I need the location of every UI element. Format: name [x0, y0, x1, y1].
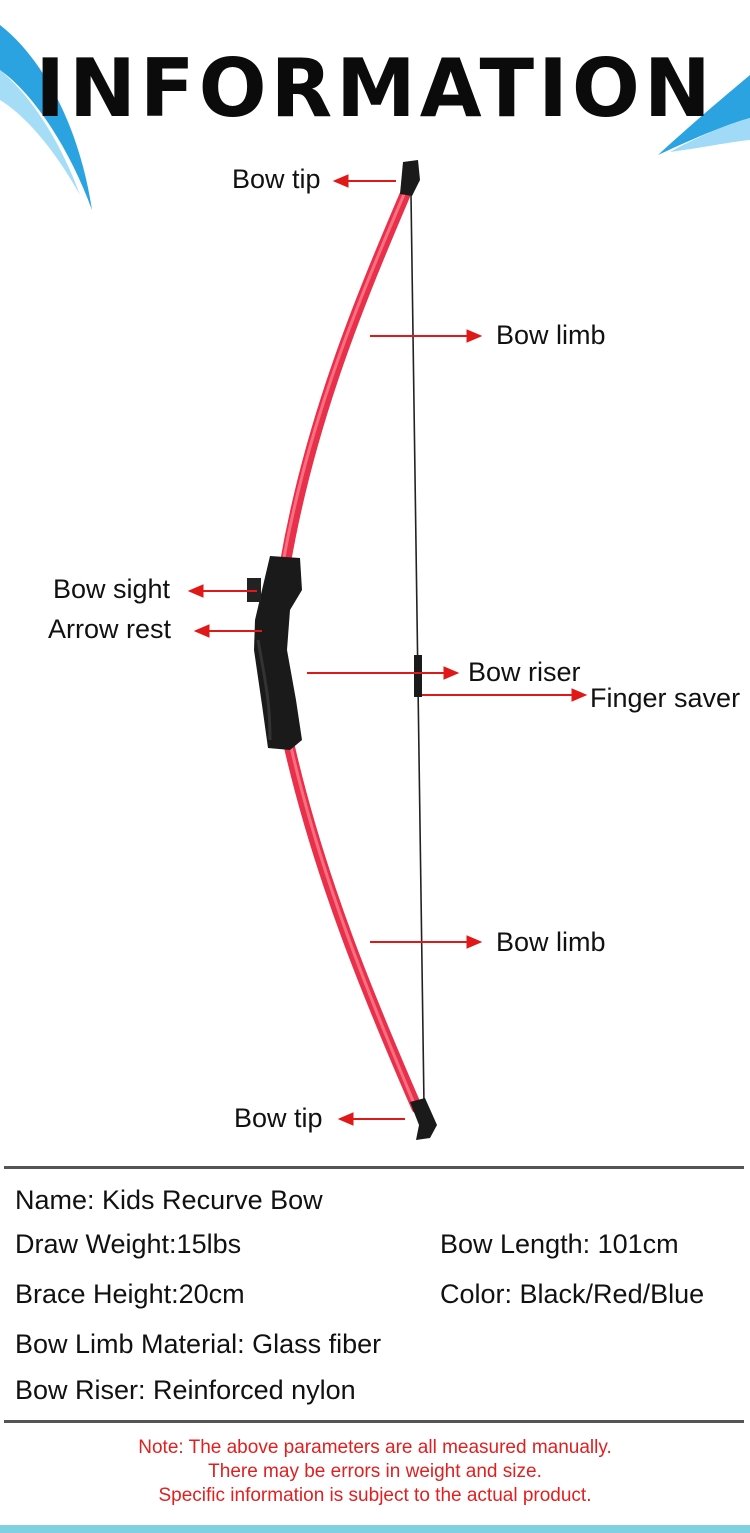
- right-swoosh-decoration: [658, 75, 750, 155]
- page-title: INFORMATION: [35, 42, 715, 135]
- note-line-1: Note: The above parameters are all measu…: [138, 1437, 612, 1458]
- label-bow-riser: Bow riser: [468, 657, 581, 687]
- bow-string: [410, 194, 425, 1106]
- spec-bottom-rule: [4, 1420, 744, 1423]
- spec-name: Name: Kids Recurve Bow: [15, 1185, 323, 1215]
- label-bow-tip-bottom: Bow tip: [234, 1103, 323, 1133]
- left-swoosh-decoration: [0, 25, 92, 210]
- label-finger-saver: Finger saver: [590, 683, 741, 713]
- arrow-finger-saver: [422, 688, 588, 702]
- label-arrow-rest: Arrow rest: [48, 614, 172, 644]
- spec-draw-weight: Draw Weight:15lbs: [15, 1229, 242, 1259]
- arrow-bow-tip-top: [332, 174, 396, 188]
- spec-top-rule: [4, 1166, 744, 1169]
- arrow-bow-sight: [187, 584, 257, 598]
- bow-riser: [254, 556, 302, 750]
- label-bow-limb-top: Bow limb: [496, 320, 606, 350]
- lower-limb: [283, 739, 423, 1114]
- label-bow-sight: Bow sight: [53, 574, 171, 604]
- arrow-bow-limb-bottom: [370, 935, 483, 949]
- bottom-accent-bar: [0, 1525, 750, 1533]
- arrow-bow-tip-bottom: [337, 1112, 405, 1126]
- finger-saver: [414, 655, 422, 697]
- bow-tip-top: [400, 160, 420, 196]
- arrow-bow-riser: [307, 666, 460, 680]
- recurve-bow-illustration: [187, 160, 588, 1140]
- upper-limb: [279, 184, 413, 571]
- note-line-3: Specific information is subject to the a…: [158, 1485, 592, 1506]
- spec-bow-length: Bow Length: 101cm: [440, 1229, 679, 1259]
- bow-tip-bottom: [410, 1098, 437, 1140]
- arrow-arrow-rest: [193, 624, 262, 638]
- spec-color: Color: Black/Red/Blue: [440, 1279, 705, 1309]
- spec-brace-height: Brace Height:20cm: [15, 1279, 245, 1309]
- note-line-2: There may be errors in weight and size.: [208, 1461, 542, 1482]
- spec-limb-material: Bow Limb Material: Glass fiber: [15, 1329, 382, 1359]
- label-bow-tip-top: Bow tip: [232, 164, 321, 194]
- spec-riser: Bow Riser: Reinforced nylon: [15, 1375, 356, 1405]
- label-bow-limb-bottom: Bow limb: [496, 927, 606, 957]
- arrow-bow-limb-top: [370, 329, 483, 343]
